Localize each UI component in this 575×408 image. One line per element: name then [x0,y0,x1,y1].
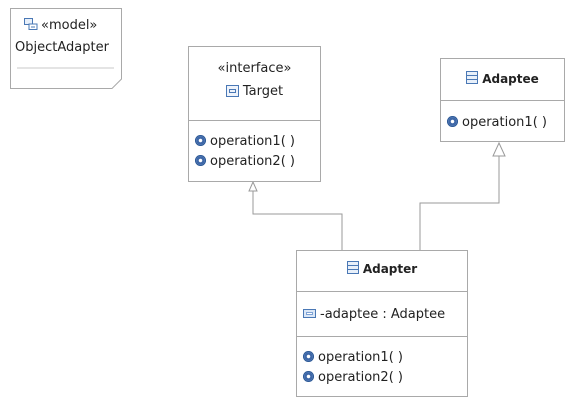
realization-line [252,183,343,250]
adaptee-class-box[interactable]: Adaptee operation1( ) [440,58,565,142]
class-icon [346,261,359,274]
model-icon [24,18,38,30]
adapter-operation-2[interactable]: operation2( ) [303,368,403,388]
interface-icon [225,84,239,97]
class-icon [466,71,479,84]
target-operation-1[interactable]: operation1( ) [195,132,295,152]
generalization-line [419,156,500,250]
target-stereotype: «interface» [217,61,292,76]
model-name: ObjectAdapter [15,40,109,55]
adaptee-operation-1[interactable]: operation1( ) [447,113,547,133]
generalization-arrowhead [492,141,506,157]
adaptee-name: Adaptee [482,72,539,86]
note-shape [10,8,122,89]
target-interface-box[interactable]: «interface» Target operation1( ) operati… [188,46,321,182]
adapter-operation-1[interactable]: operation1( ) [303,348,403,368]
operation-icon [195,135,206,146]
target-operation-2[interactable]: operation2( ) [195,152,295,172]
adapter-name: Adapter [362,262,418,276]
operation-icon [303,351,314,362]
operation-icon [195,155,206,166]
adapter-class-box[interactable]: Adapter -adaptee : Adaptee operation1( )… [296,250,468,397]
operation-icon [303,371,314,382]
operation-icon [447,116,458,127]
target-name: Target [242,84,284,99]
model-stereotype: «model» [41,18,98,33]
adapter-attribute-1[interactable]: -adaptee : Adaptee [303,305,445,325]
realization-arrowhead [248,180,258,192]
model-note[interactable]: «model» ObjectAdapter [10,8,122,89]
attribute-icon [303,309,316,318]
